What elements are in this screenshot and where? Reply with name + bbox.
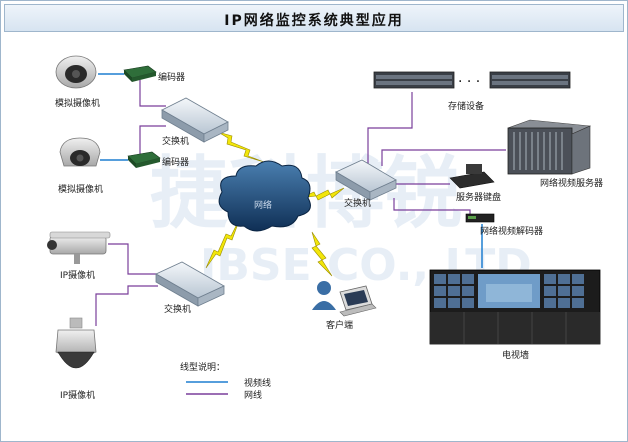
encoder-1-icon <box>123 65 157 82</box>
decoder-icon <box>465 213 495 223</box>
network-cloud <box>218 160 311 232</box>
ip-camera-1-icon <box>47 231 111 264</box>
label-ip-camera-1: IP摄像机 <box>60 271 96 281</box>
tv-wall-icon <box>429 269 601 345</box>
analog-camera-2-icon <box>59 137 101 167</box>
label-ip-camera-2: IP摄像机 <box>60 391 96 401</box>
label-storage: 存储设备 <box>448 102 485 112</box>
label-tv-wall: 电视墙 <box>502 351 530 361</box>
storage-dots: · · · <box>458 74 480 90</box>
diagram-title: IP网络监控系统典型应用 <box>224 13 404 29</box>
switch-3 <box>335 159 397 201</box>
net-line-ipcam2-switch2 <box>95 285 158 326</box>
title-bar: IP网络监控系统典型应用 <box>4 4 624 32</box>
encoder-2-icon <box>127 151 161 168</box>
video-server-icon <box>507 119 592 175</box>
legend-swatches <box>186 381 228 395</box>
net-line-encoder2-switch1 <box>139 125 166 154</box>
label-analog-camera-1: 模拟摄像机 <box>55 99 101 109</box>
net-line-switch3-decoder <box>393 198 471 216</box>
legend-label-net: 网线 <box>244 391 263 401</box>
label-analog-camera-2: 模拟摄像机 <box>58 185 104 195</box>
legend-label-video: 视频线 <box>244 379 272 389</box>
server-keyboard-icon <box>449 164 495 189</box>
label-decoder: 网络视频解码器 <box>480 227 544 237</box>
label-switch-2: 交换机 <box>164 305 192 315</box>
storage-icon <box>373 71 571 89</box>
switch-1 <box>161 97 229 143</box>
analog-camera-1-icon <box>55 55 97 89</box>
label-video-server: 网络视频服务器 <box>540 179 604 189</box>
network-links <box>205 131 345 277</box>
video-lines <box>98 73 483 268</box>
label-switch-3: 交换机 <box>344 199 372 209</box>
link-cloud-client <box>311 231 333 277</box>
legend-title: 线型说明： <box>180 363 226 373</box>
ip-camera-2-icon <box>55 317 97 369</box>
label-client: 客户端 <box>326 321 354 331</box>
label-encoder-2: 编码器 <box>162 158 190 168</box>
network-lines <box>95 80 506 326</box>
switch-2 <box>155 261 225 307</box>
net-line-encoder1-switch1 <box>139 80 166 107</box>
net-line-ipcam1-switch2 <box>108 243 158 275</box>
label-switch-1: 交换机 <box>162 137 190 147</box>
net-line-switch3-videoserver <box>381 149 506 166</box>
net-line-switch3-storage <box>367 92 413 165</box>
label-encoder-1: 编码器 <box>158 73 186 83</box>
link-cloud-switch3 <box>299 187 345 201</box>
label-network: 网络 <box>254 201 273 211</box>
label-server-keyboard: 服务器键盘 <box>456 193 502 203</box>
client-icon <box>312 281 377 317</box>
